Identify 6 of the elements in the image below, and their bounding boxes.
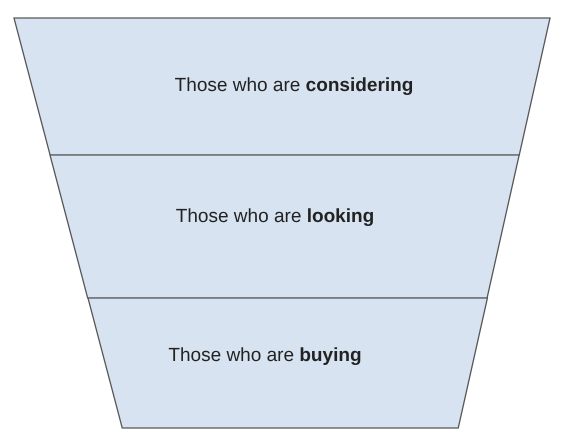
section-label: Those who are considering (174, 75, 414, 97)
section-label: Those who are buying (168, 345, 362, 367)
funnel-section (50, 155, 520, 298)
funnel-section (88, 298, 488, 428)
section-label: Those who are looking (176, 206, 374, 228)
funnel-section (14, 18, 550, 155)
